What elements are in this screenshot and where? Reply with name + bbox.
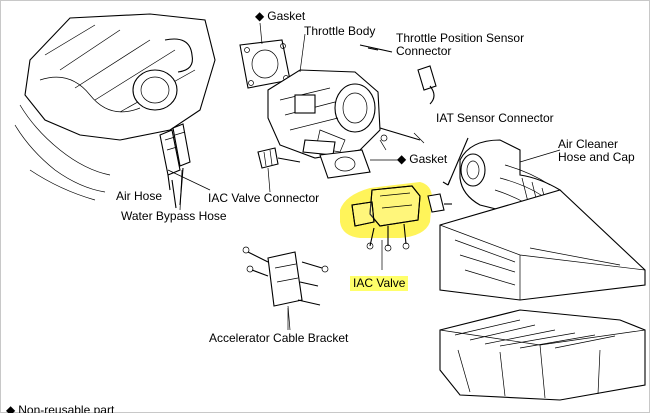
non-reusable-icon: ◆	[397, 152, 407, 166]
label-iac-valve: IAC Valve	[350, 276, 409, 291]
air-cleaner-lower-case	[439, 309, 646, 401]
label-accelerator-cable-bracket: Accelerator Cable Bracket	[209, 331, 349, 345]
legend-non-reusable: ◆Non-reusable part	[6, 404, 114, 413]
tps-connector	[367, 47, 437, 105]
label-air-cleaner-hose-and-cap: Air Cleaner Hose and Cap	[558, 137, 635, 164]
label-water-bypass-hose: Water Bypass Hose	[121, 209, 227, 223]
non-reusable-icon: ◆	[255, 9, 265, 23]
throttle-body	[267, 44, 425, 159]
label-tps-connector: Throttle Position Sensor Connector	[396, 31, 525, 58]
label-air-hose: Air Hose	[116, 189, 163, 203]
gasket-upper	[239, 39, 291, 89]
gasket-lower	[319, 134, 388, 179]
air-cleaner-hose-and-cap	[439, 139, 646, 301]
label-gasket-lower: ◆Gasket	[397, 152, 448, 166]
iac-valve-part	[340, 182, 432, 252]
label-iat-sensor-connector: IAT Sensor Connector	[436, 111, 554, 125]
label-gasket-upper: ◆Gasket	[255, 9, 306, 23]
accelerator-cable-bracket-part	[242, 246, 329, 331]
non-reusable-icon: ◆	[6, 403, 16, 413]
label-throttle-body: Throttle Body	[304, 24, 376, 38]
iat-sensor-part	[427, 137, 469, 213]
label-iac-valve-connector: IAC Valve Connector	[208, 191, 320, 205]
engine-manifold	[14, 13, 216, 201]
iac-valve-connector-part	[257, 147, 301, 169]
leader-lines	[167, 22, 561, 330]
air-hose-and-bypass-hose	[159, 123, 191, 209]
